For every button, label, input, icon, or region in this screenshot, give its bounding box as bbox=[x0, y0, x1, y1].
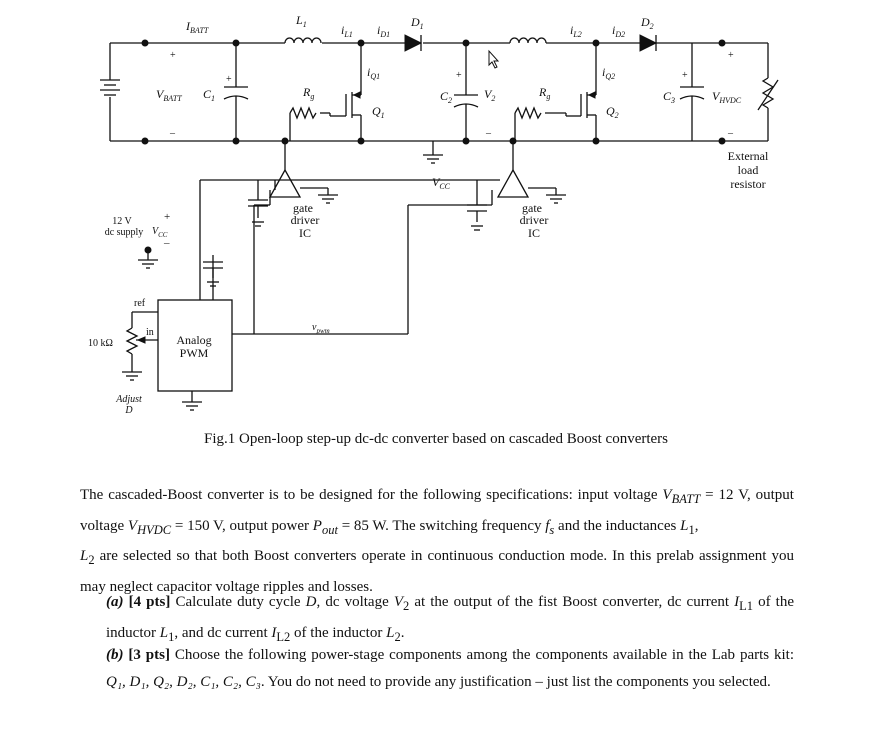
rg1-label: Rg bbox=[302, 85, 314, 101]
pot-value-label: 10 kΩ bbox=[88, 338, 113, 349]
minus-sign-vcc: – bbox=[163, 237, 170, 249]
question-b-points: [3 pts] bbox=[128, 647, 170, 663]
l1-label: L1 bbox=[295, 13, 307, 29]
c3-label: C3 bbox=[663, 89, 675, 105]
question-b: (b) [3 pts] Choose the following power-s… bbox=[106, 647, 795, 690]
q1-label: Q1 bbox=[372, 104, 385, 120]
question-b-label: (b) bbox=[106, 647, 124, 663]
plus-sign-batt: + bbox=[170, 50, 176, 61]
plus-sign-hvdc: + bbox=[728, 50, 734, 61]
q2-label: Q2 bbox=[606, 104, 619, 120]
specification-paragraph: The cascaded-Boost converter is to be de… bbox=[80, 487, 794, 595]
v-hvdc-label: VHVDC bbox=[712, 89, 742, 105]
gate-driver-1-label-b: driver bbox=[291, 213, 320, 227]
gate-driver-1-label-a: gate bbox=[293, 201, 313, 215]
rg2-label: Rg bbox=[538, 85, 550, 101]
ref-label: ref bbox=[134, 298, 146, 309]
v2-label: V2 bbox=[484, 87, 495, 103]
supply-voltage-label: 12 V bbox=[112, 216, 132, 227]
question-a-points: [4 pts] bbox=[128, 594, 171, 610]
d2-label: D2 bbox=[640, 15, 654, 31]
id2-label: iD2 bbox=[612, 23, 625, 39]
gate-driver-2-label-c: IC bbox=[528, 226, 540, 240]
analog-pwm-label-1: Analog bbox=[176, 333, 211, 347]
vcc-left-label: VCC bbox=[152, 226, 168, 239]
external-load-label-3: resistor bbox=[730, 177, 765, 191]
gate-driver-1-label-c: IC bbox=[299, 226, 311, 240]
v-batt-label: VBATT bbox=[156, 87, 182, 103]
in-label: in bbox=[146, 327, 154, 338]
i-batt-label: IBATT bbox=[185, 19, 209, 35]
figure-caption: Fig.1 Open-loop step-up dc-dc converter … bbox=[203, 431, 669, 447]
external-load-label-1: External bbox=[728, 149, 769, 163]
plus-sign-c2: + bbox=[456, 70, 462, 81]
plus-sign-c1: + bbox=[226, 74, 232, 85]
gate-driver-2-label-a: gate bbox=[522, 201, 542, 215]
il1-label: iL1 bbox=[341, 23, 353, 39]
il2-label: iL2 bbox=[570, 23, 582, 39]
vcc-mid-label: VCC bbox=[432, 175, 451, 191]
c1-label: C1 bbox=[203, 87, 215, 103]
question-a-label: (a) bbox=[106, 594, 124, 610]
circuit-schematic: IBATT L1 iL1 iD1 D1 iL2 iD2 D2 VBATT C1 … bbox=[88, 13, 779, 416]
iq2-label: iQ2 bbox=[602, 65, 615, 81]
iq1-label: iQ1 bbox=[367, 65, 380, 81]
vpwm-label: vpwm bbox=[312, 322, 330, 335]
minus-sign-hvdc: – bbox=[727, 128, 734, 139]
adjust-label: Adjust bbox=[115, 394, 142, 405]
question-a: (a) [4 pts] Calculate duty cycle D, dc v… bbox=[106, 594, 794, 644]
plus-sign-c3: + bbox=[682, 70, 688, 81]
external-load-label-2: load bbox=[738, 163, 759, 177]
supply-type-label: dc supply bbox=[105, 227, 144, 238]
minus-sign-batt: – bbox=[169, 128, 176, 139]
minus-sign-c2: – bbox=[485, 128, 492, 139]
plus-sign-vcc: + bbox=[164, 211, 170, 223]
analog-pwm-label-2: PWM bbox=[180, 346, 209, 360]
component-list: Q₁, D₁, Q₂, D₂, C₁, C₂, C₃ bbox=[106, 673, 261, 690]
id1-label: iD1 bbox=[377, 23, 390, 39]
c2-label: C2 bbox=[440, 89, 452, 105]
gate-driver-2-label-b: driver bbox=[520, 213, 549, 227]
mouse-cursor-icon bbox=[488, 49, 500, 69]
adjust-d-label: D bbox=[124, 405, 133, 416]
d1-label: D1 bbox=[410, 15, 424, 31]
